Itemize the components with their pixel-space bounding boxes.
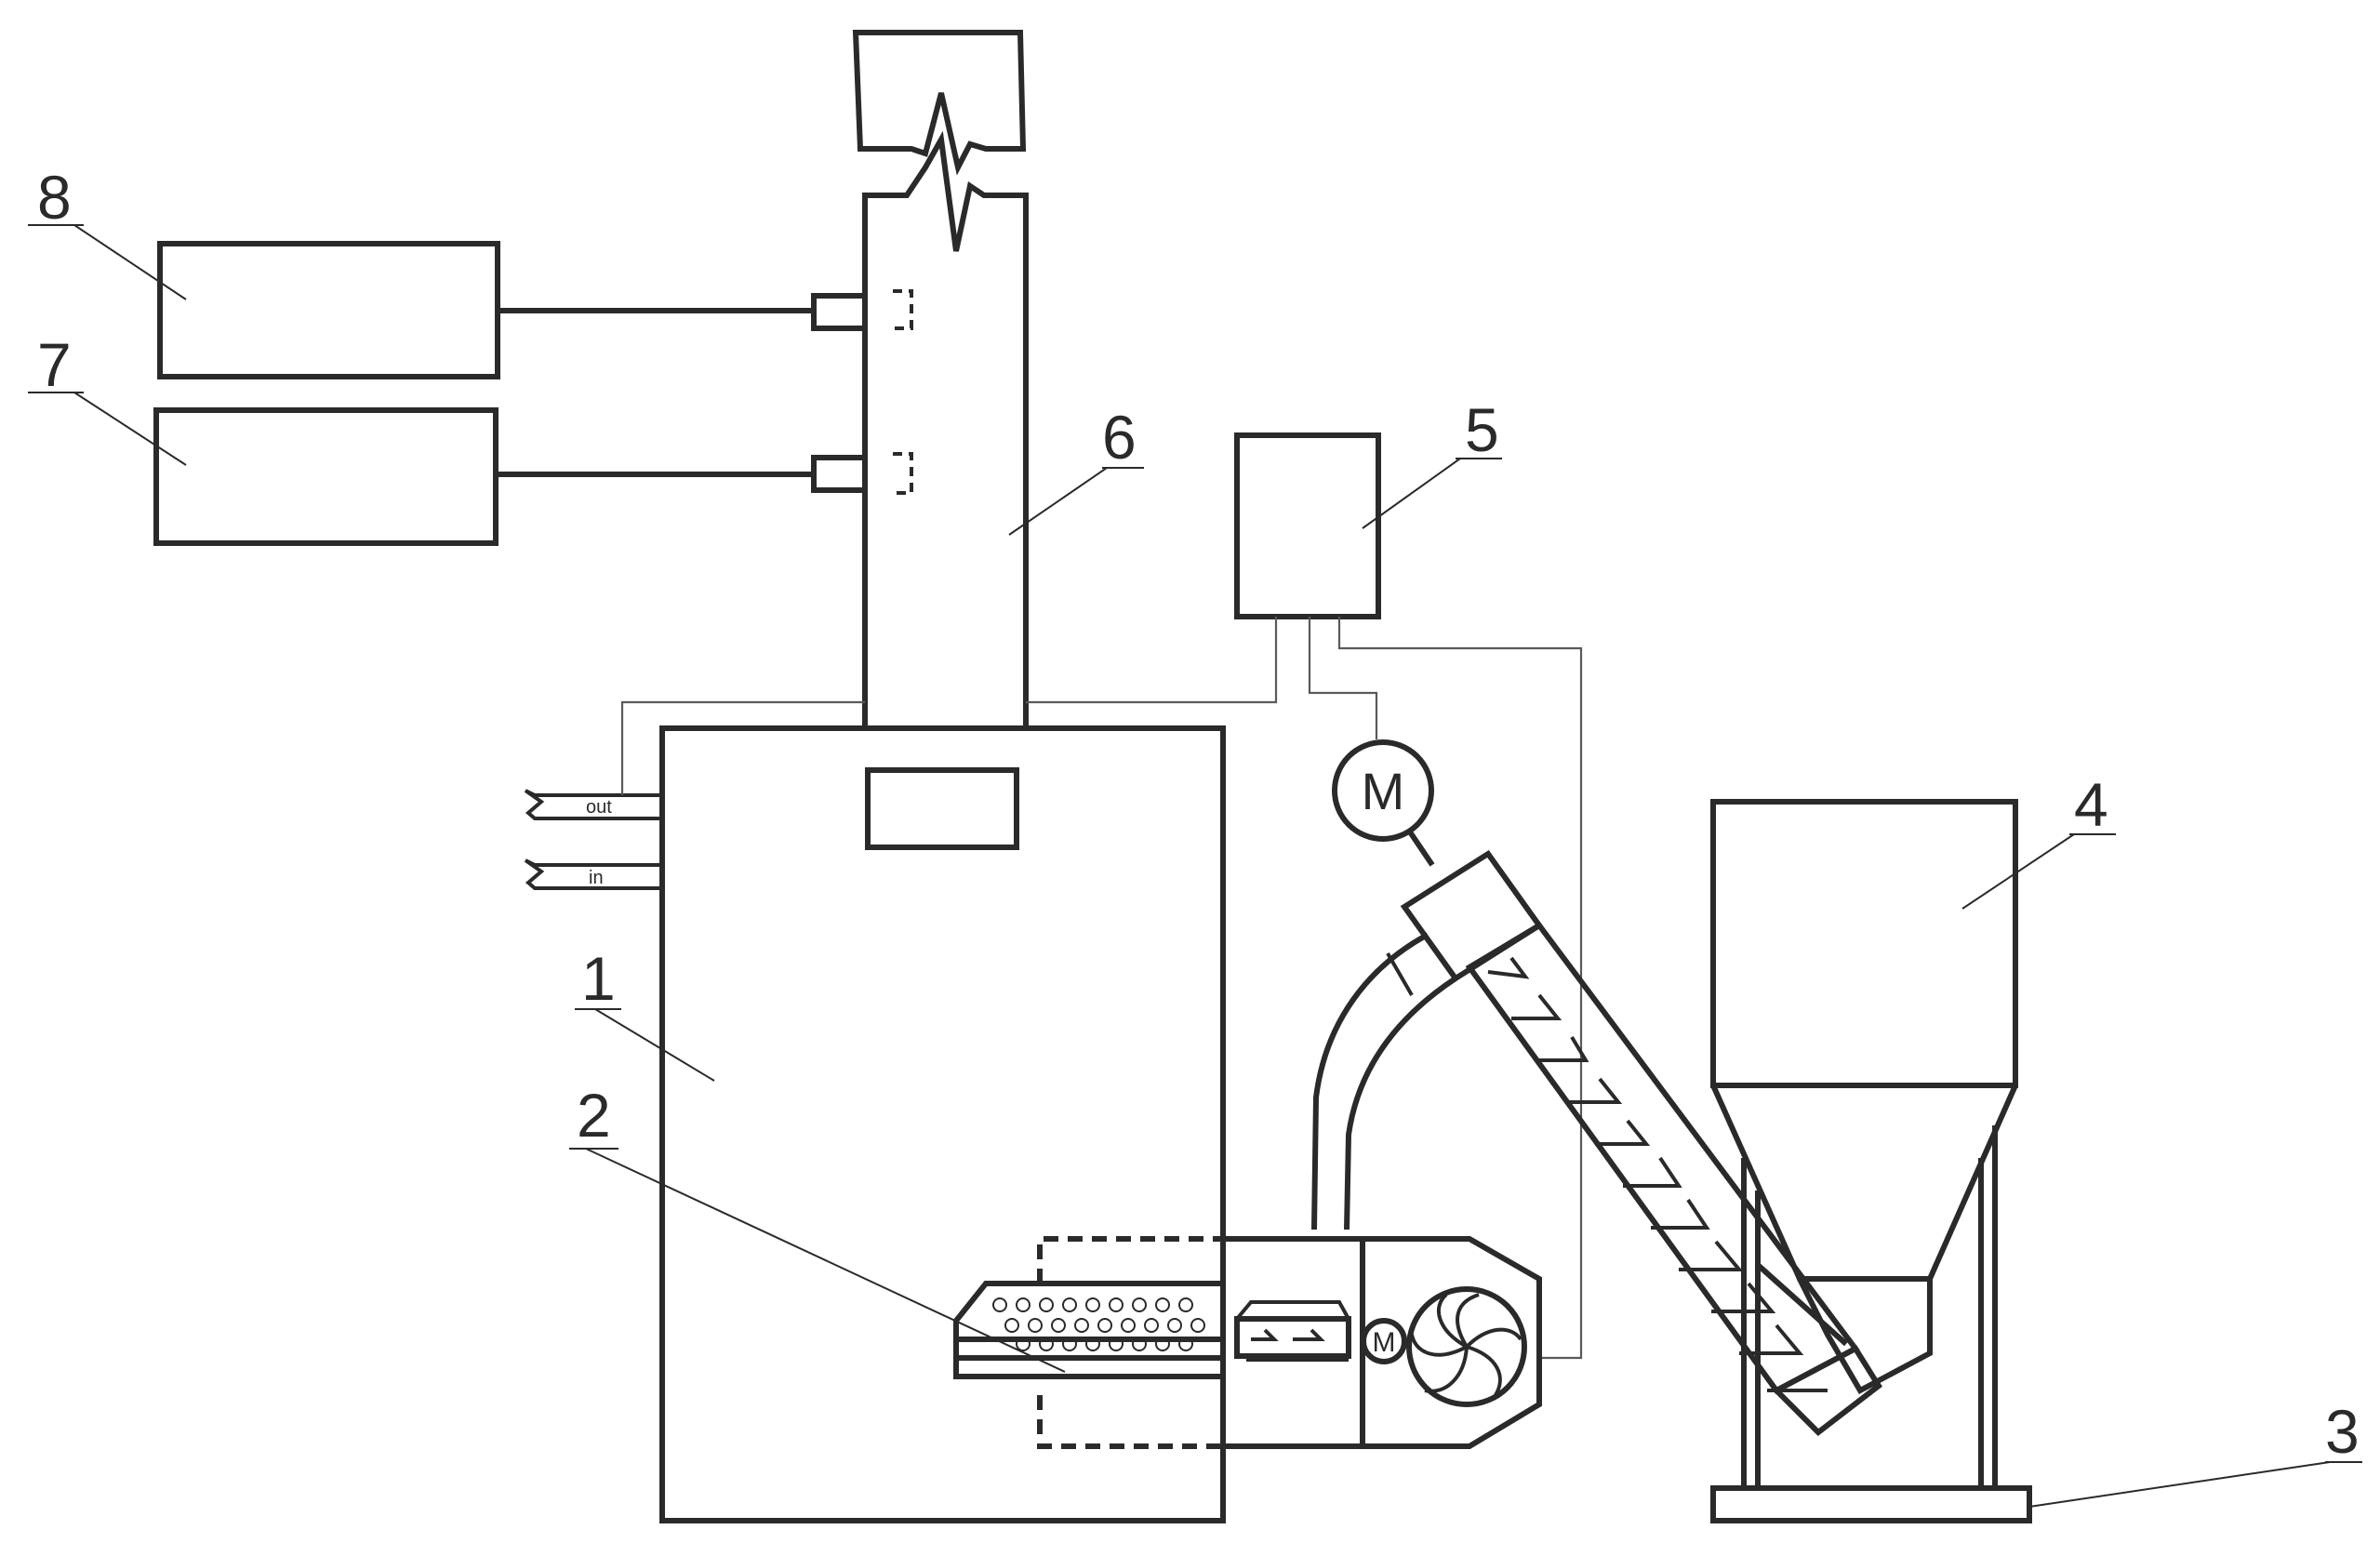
label-7: 7 bbox=[37, 330, 72, 399]
analyzer-8 bbox=[157, 241, 814, 379]
fuel-hopper bbox=[1710, 799, 2018, 1395]
boiler bbox=[659, 725, 1226, 1523]
chimney bbox=[852, 30, 1029, 728]
burner-perforations bbox=[992, 1297, 1205, 1351]
inlet-label: in bbox=[589, 868, 604, 888]
burner-motor-label: M bbox=[1373, 1327, 1396, 1358]
label-4: 4 bbox=[2074, 770, 2108, 839]
gas-probe-upper bbox=[811, 289, 913, 331]
label-6: 6 bbox=[1102, 403, 1137, 472]
burner-motor: M bbox=[1361, 1318, 1407, 1364]
hopper-stand bbox=[1710, 1125, 2032, 1523]
flexible-hose bbox=[1311, 932, 1457, 1230]
gas-probe-lower bbox=[811, 452, 913, 495]
outlet-label: out bbox=[586, 797, 612, 818]
label-3: 3 bbox=[2325, 1397, 2360, 1466]
controller bbox=[1234, 432, 1381, 619]
outlet-pipe: out bbox=[524, 789, 662, 820]
feeder-motor-label: M bbox=[1362, 762, 1405, 820]
label-2: 2 bbox=[577, 1081, 611, 1150]
callouts: 8 7 6 5 4 3 1 2 bbox=[28, 163, 2362, 1508]
label-1: 1 bbox=[581, 944, 616, 1013]
inlet-pipe: in bbox=[524, 858, 662, 890]
fan-blades bbox=[1410, 1293, 1522, 1397]
control-wiring bbox=[620, 617, 1583, 1360]
screw-conveyor bbox=[1400, 849, 1882, 1436]
label-8: 8 bbox=[37, 163, 72, 232]
feeder-motor: M bbox=[1332, 739, 1435, 867]
burner bbox=[953, 1236, 1542, 1449]
label-5: 5 bbox=[1465, 395, 1499, 464]
analyzer-7 bbox=[153, 407, 814, 546]
